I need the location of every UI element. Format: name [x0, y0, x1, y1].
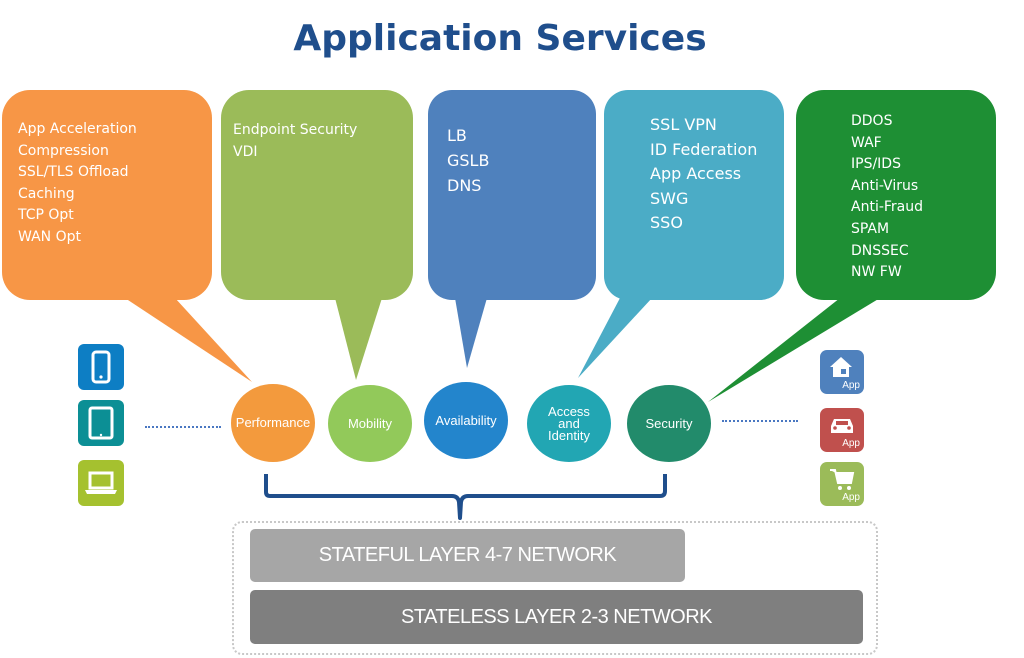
- page-title: Application Services: [293, 18, 707, 59]
- feature-item: IPS/IDS: [851, 156, 901, 173]
- car-icon: [831, 419, 853, 433]
- feature-item: SSO: [650, 213, 683, 232]
- feature-item: SPAM: [851, 220, 890, 237]
- laptop-tile: [78, 460, 124, 506]
- laptop-icon: [85, 471, 117, 494]
- feature-item: SSL VPN: [650, 115, 717, 134]
- feature-item: GSLB: [447, 151, 490, 170]
- tablet-icon: [88, 406, 114, 440]
- cart-app-tile: App: [820, 462, 864, 506]
- feature-item: WAN Opt: [18, 228, 81, 245]
- feature-item: VDI: [233, 143, 258, 160]
- stateless-network-layer: STATELESS LAYER 2-3 NETWORK: [250, 590, 863, 644]
- app-label: App: [842, 438, 860, 449]
- device-connector-line: [145, 426, 221, 428]
- access-features: SSL VPN ID Federation App Access SWG SSO: [650, 113, 757, 236]
- service-availability: Availability: [424, 382, 508, 459]
- access-callout: [578, 90, 784, 378]
- network-frame: [232, 521, 878, 655]
- feature-item: DDOS: [851, 113, 893, 129]
- car-app-tile: App: [820, 408, 864, 452]
- feature-item: App Access: [650, 164, 742, 183]
- stateful-network-layer: STATEFUL LAYER 4-7 NETWORK: [250, 529, 685, 582]
- feature-item: Caching: [18, 185, 75, 202]
- feature-item: TCP Opt: [18, 207, 74, 224]
- service-label: and: [558, 415, 580, 431]
- security-features: DDOS WAF IPS/IDS Anti-Virus Anti-Fraud S…: [851, 111, 923, 284]
- feature-item: DNS: [447, 176, 482, 195]
- home-app-tile: App: [820, 350, 864, 394]
- app-label: App: [842, 492, 860, 503]
- performance-callout: [2, 90, 252, 382]
- feature-item: Anti-Virus: [851, 177, 919, 194]
- feature-item: Compression: [18, 142, 109, 159]
- feature-item: LB: [447, 126, 467, 145]
- availability-callout: [428, 90, 596, 368]
- home-icon: [830, 357, 852, 377]
- service-label: Performance: [235, 415, 311, 430]
- feature-item: Anti-Fraud: [851, 199, 924, 216]
- smartphone-icon: [91, 350, 111, 384]
- service-performance: Performance: [231, 384, 315, 462]
- service-label: Access: [548, 403, 590, 419]
- feature-item: DNSSEC: [851, 242, 909, 259]
- tablet-tile: [78, 400, 124, 446]
- feature-item: App Acceleration: [18, 121, 137, 137]
- service-mobility: Mobility: [328, 385, 412, 462]
- mobility-features: Endpoint Security VDI: [233, 120, 357, 163]
- security-callout: [708, 90, 996, 402]
- feature-item: SWG: [650, 188, 689, 208]
- app-connector-line: [722, 420, 798, 422]
- feature-item: Endpoint Security: [233, 122, 358, 138]
- availability-features: LB GSLB DNS: [447, 123, 489, 198]
- service-label: Mobility: [347, 415, 393, 431]
- app-label: App: [842, 380, 860, 391]
- feature-item: NW FW: [851, 264, 902, 281]
- performance-features: App Acceleration Compression SSL/TLS Off…: [18, 119, 137, 249]
- feature-item: WAF: [851, 134, 882, 151]
- service-security: Security: [627, 385, 711, 462]
- service-label: Availability: [435, 412, 497, 428]
- service-label: Identity: [548, 427, 590, 443]
- feature-item: ID Federation: [650, 139, 758, 159]
- service-label: Security: [645, 415, 693, 431]
- grouping-bracket: [264, 474, 667, 520]
- smartphone-tile: [78, 344, 124, 390]
- feature-item: SSL/TLS Offload: [18, 164, 129, 181]
- cart-icon: [830, 469, 855, 490]
- mobility-callout: [221, 90, 413, 380]
